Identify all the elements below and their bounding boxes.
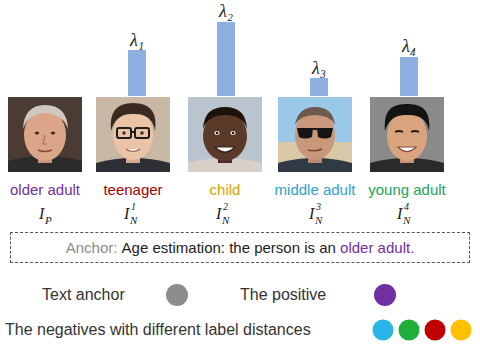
anchor-box: Anchor:Age estimation: the person is ano… xyxy=(10,232,470,263)
legend-swatch xyxy=(166,284,188,306)
legend-text: Text anchor xyxy=(42,287,125,303)
face-photo xyxy=(8,97,82,172)
face-photo xyxy=(188,97,262,172)
age-label: child xyxy=(210,182,241,197)
weight-bars xyxy=(128,22,418,96)
anchor-sentence: Anchor:Age estimation: the person is ano… xyxy=(66,239,415,256)
age-label: older adult xyxy=(10,182,80,197)
weight-bar xyxy=(310,78,328,96)
weight-symbol: λ₂ xyxy=(219,2,233,20)
negative-swatches xyxy=(373,320,472,341)
negative-dot xyxy=(425,320,446,341)
image-symbol: I xyxy=(39,206,44,222)
subscript: N xyxy=(403,215,410,226)
image-symbol: I xyxy=(397,206,402,222)
legend-text: The positive xyxy=(240,287,326,303)
legend-swatch xyxy=(374,284,396,306)
anchor-text: Anchor: xyxy=(66,239,118,256)
weight-bar xyxy=(128,50,146,96)
weight-symbol: λ₃ xyxy=(312,59,326,77)
negative-dot xyxy=(451,320,472,341)
subscript: N xyxy=(130,215,137,226)
face-photo xyxy=(96,97,170,172)
weight-symbol: λ₄ xyxy=(402,37,416,55)
age-label: middle adult xyxy=(275,182,356,197)
subscript: N xyxy=(315,215,322,226)
subscript: P xyxy=(45,215,52,226)
subscript: N xyxy=(222,215,229,226)
weight-bar xyxy=(217,22,235,96)
legend-text: The negatives with different label dista… xyxy=(5,322,311,338)
age-label: young adult xyxy=(368,182,446,197)
superscript: 3 xyxy=(316,202,321,212)
negative-dot xyxy=(399,320,420,341)
image-symbol: I xyxy=(309,206,314,222)
image-symbol: I xyxy=(124,206,129,222)
face-photo xyxy=(370,97,444,172)
anchor-text: Age estimation: the person is an xyxy=(122,239,336,256)
age-label: teenager xyxy=(103,182,162,197)
face-photo xyxy=(278,97,352,172)
image-symbol: I xyxy=(216,206,221,222)
superscript: 1 xyxy=(131,202,136,212)
negative-dot xyxy=(373,320,394,341)
weight-bar xyxy=(400,57,418,96)
weight-symbol: λ₁ xyxy=(130,31,144,49)
anchor-text: older adult. xyxy=(340,239,414,256)
superscript: 2 xyxy=(223,202,228,212)
superscript: 4 xyxy=(404,202,409,212)
